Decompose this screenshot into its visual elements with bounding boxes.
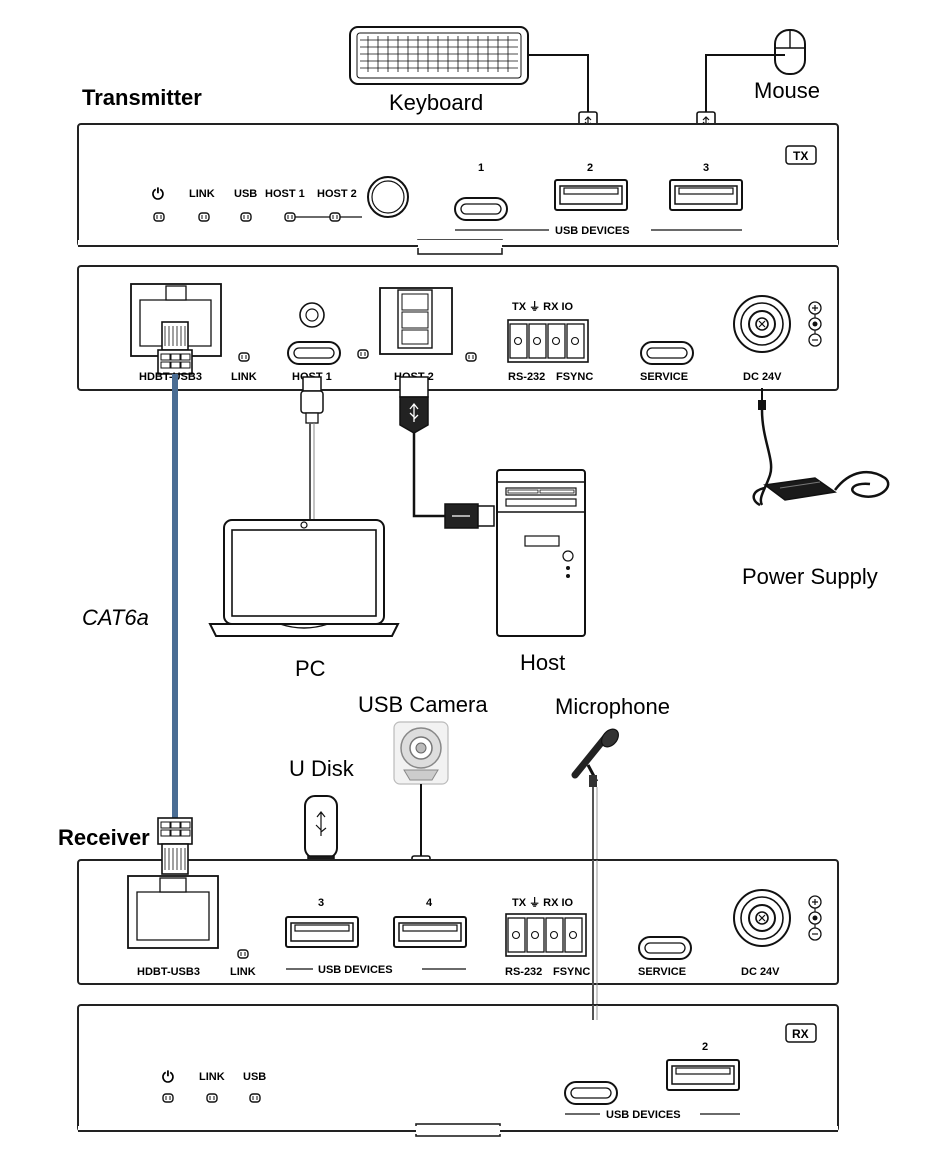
tx-front-port1-number: 1 xyxy=(478,162,484,174)
tx-front-led-link xyxy=(198,212,210,222)
rx-rear-service-port xyxy=(638,936,692,960)
rx-front-usb-a-port-2 xyxy=(666,1059,740,1091)
host-tower-icon xyxy=(496,469,586,637)
receiver-title: Receiver xyxy=(58,825,150,850)
tx-rear-dc-label: DC 24V xyxy=(743,371,782,383)
microphone-label: Microphone xyxy=(555,694,670,719)
microphone-icon xyxy=(571,728,619,787)
tx-front-link-label: LINK xyxy=(189,188,215,200)
tx-front-port2-number: 2 xyxy=(587,162,593,174)
cat6a-label: CAT6a xyxy=(82,605,149,630)
rx-rear-usb-devices-label: USB DEVICES xyxy=(318,964,393,976)
rx-rear-link-label: LINK xyxy=(230,966,256,978)
rx-front-usb-devices-label: USB DEVICES xyxy=(606,1109,681,1121)
rx-rear-rs232-label: RS-232 xyxy=(505,966,542,978)
rx-front-port2-number: 2 xyxy=(702,1041,708,1053)
rx-hdbt-port xyxy=(127,875,219,949)
rx-front-led-power xyxy=(162,1093,174,1103)
rx-rear-port3-number: 3 xyxy=(318,897,324,909)
tx-front-port3-number: 3 xyxy=(703,162,709,174)
tx-rear-fsync-label: FSYNC xyxy=(556,371,593,383)
rx-rear-dc-label: DC 24V xyxy=(741,966,780,978)
usb-camera-label: USB Camera xyxy=(358,692,488,717)
rx-rear-polarity-icon xyxy=(808,895,822,941)
host-usb-a-plug-icon xyxy=(444,503,495,529)
tx-front-led-host2 xyxy=(329,212,341,222)
rx-rj45-plug-icon xyxy=(157,817,193,875)
rx-front-usb-c-port-1 xyxy=(564,1081,618,1105)
tx-front-host2-label: HOST 2 xyxy=(317,188,357,200)
tx-rear-terminal-block xyxy=(507,319,589,363)
rx-rear-port4-number: 4 xyxy=(426,897,433,909)
rx-front-led-link xyxy=(206,1093,218,1103)
rx-rear-hdbt-label: HDBT-USB3 xyxy=(137,966,200,978)
tx-front-panel xyxy=(77,123,839,255)
rx-rear-fsync-label: FSYNC xyxy=(553,966,590,978)
rx-rear-terminal-top-label: TX ⏚ RX IO xyxy=(512,896,574,909)
power-supply-icon xyxy=(752,388,890,507)
host-label: Host xyxy=(520,650,565,675)
pc-label: PC xyxy=(295,656,326,681)
tx-rear-rs232-label: RS-232 xyxy=(508,371,545,383)
tx-rear-led-link xyxy=(238,352,250,362)
tx-rear-link-label: LINK xyxy=(231,371,257,383)
tx-rear-hdbt-label: HDBT-USB3 xyxy=(139,371,202,383)
tx-rear-terminal-top-label: TX ⏚ RX IO xyxy=(512,300,574,313)
tx-front-host1-label: HOST 1 xyxy=(265,188,305,200)
u-disk-label: U Disk xyxy=(289,756,355,781)
rx-power-symbol: ⏻ xyxy=(162,1069,174,1086)
tx-rear-service-label: SERVICE xyxy=(640,371,688,383)
rx-rear-dc-jack xyxy=(733,889,791,947)
tx-rear-service-port xyxy=(640,341,694,365)
rx-front-usb-label: USB xyxy=(243,1071,266,1083)
tx-badge-text: TX xyxy=(793,149,808,163)
keyboard-icon xyxy=(349,26,529,85)
usb-camera-icon xyxy=(393,721,449,785)
rx-front-link-label: LINK xyxy=(199,1071,225,1083)
host2-cable-usb-b-plug-icon xyxy=(399,376,429,434)
tx-front-usb-devices-label: USB DEVICES xyxy=(555,225,630,237)
tx-rear-dc-jack xyxy=(733,295,791,353)
keyboard-label: Keyboard xyxy=(389,90,483,115)
tx-power-symbol: ⏻ xyxy=(152,186,164,203)
host1-cable-plug-icon xyxy=(300,376,324,424)
tx-front-usb-label: USB xyxy=(234,188,257,200)
rx-badge xyxy=(785,1023,817,1043)
tx-rear-host2-usb-b-port xyxy=(379,287,453,355)
tx-rj45-plug-icon xyxy=(157,321,193,375)
tx-front-led-usb xyxy=(240,212,252,222)
rx-rear-usb-a-port-4 xyxy=(393,916,467,948)
rx-rear-led-link xyxy=(237,949,249,959)
tx-front-usb-a-port-3 xyxy=(669,179,743,211)
rx-rear-service-label: SERVICE xyxy=(638,966,686,978)
rx-front-led-usb xyxy=(249,1093,261,1103)
tx-front-led-host1 xyxy=(284,212,296,222)
rx-badge-text: RX xyxy=(792,1027,809,1041)
tx-rear-led-a xyxy=(357,349,369,359)
mouse-label: Mouse xyxy=(754,78,820,103)
tx-rear-host1-usb-c-port xyxy=(287,341,341,365)
tx-rear-led-b xyxy=(465,352,477,362)
mouse-icon xyxy=(774,29,806,75)
tx-front-usb-c-port-1 xyxy=(454,197,508,221)
rx-rear-terminal-block xyxy=(505,913,587,957)
power-supply-label: Power Supply xyxy=(742,564,878,589)
tx-rear-polarity-icon xyxy=(808,301,822,347)
rx-front-panel xyxy=(77,1004,839,1137)
rx-rear-usb-a-port-3 xyxy=(285,916,359,948)
laptop-pc-icon xyxy=(208,519,400,637)
tx-badge xyxy=(785,145,817,165)
tx-front-led-power xyxy=(153,212,165,222)
transmitter-title: Transmitter xyxy=(82,85,202,110)
tx-front-usb-a-port-2 xyxy=(554,179,628,211)
